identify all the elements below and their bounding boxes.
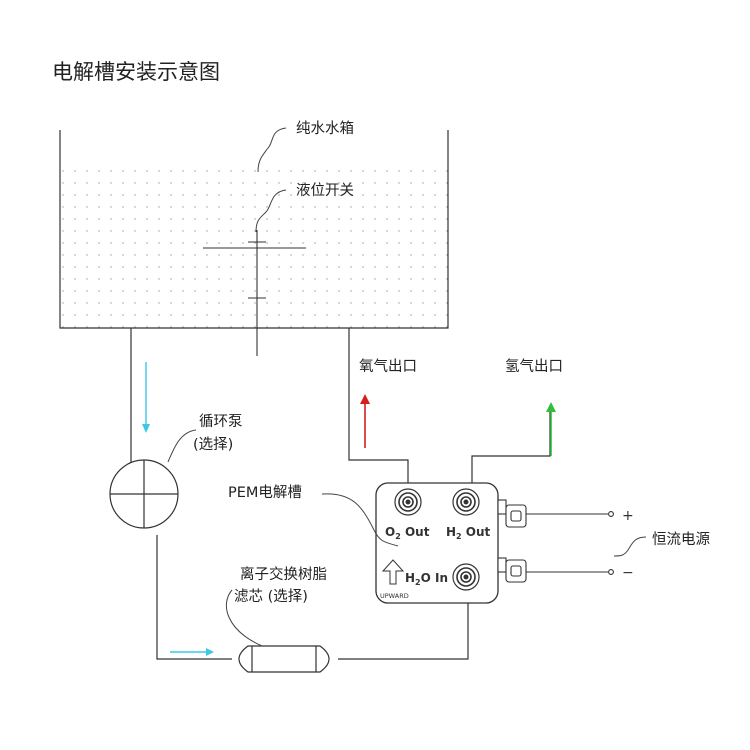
h2o-port: [452, 563, 480, 591]
water-tank: [59, 130, 449, 329]
water-flow-arrow-right: [170, 648, 214, 656]
pipes: [130, 328, 551, 660]
pem-label: PEM电解槽: [228, 485, 302, 501]
tank-leader-line: [257, 127, 287, 173]
filter-to-cell-pipe: [338, 598, 469, 660]
resin-filter-optional-label: 滤芯 (选择): [234, 589, 308, 605]
power-leader-line: [613, 536, 647, 557]
resin-filter-label: 离子交换树脂: [240, 567, 327, 583]
power-wires: [526, 511, 614, 575]
circulation-pump: [109, 459, 179, 529]
oxygen-arrow: [360, 394, 370, 448]
o2-port: [394, 488, 422, 516]
pump-to-filter-pipe: [156, 535, 232, 660]
oxygen-outlet-label: 氧气出口: [359, 359, 417, 375]
pem-leader-line: [321, 493, 399, 547]
brand-label: UPWARD: [380, 592, 409, 600]
positive-terminal: [497, 499, 527, 528]
water-flow-arrow-down: [142, 362, 150, 433]
pump-leader-line: [167, 429, 197, 463]
level-switch-label: 液位开关: [296, 183, 354, 199]
tank-label: 纯水水箱: [296, 121, 354, 137]
resin-filter: [238, 645, 330, 673]
level-switch: [203, 230, 306, 356]
plus-sign: +: [622, 508, 634, 524]
level-switch-leader-line: [255, 189, 287, 233]
hydrogen-arrow: [546, 402, 556, 456]
pem-electrolyzer: O2 Out H2 Out H2O In UPWARD: [375, 482, 527, 604]
h2-port: [452, 488, 480, 516]
h2-out-label: H2 Out: [446, 525, 491, 541]
pump-label: 循环泵: [199, 414, 243, 430]
negative-terminal: [497, 557, 527, 583]
minus-sign: −: [622, 565, 634, 581]
o2-out-label: O2 Out: [385, 525, 430, 541]
pump-optional-label: (选择): [193, 437, 234, 453]
power-supply-label: 恒流电源: [652, 532, 710, 548]
hydrogen-outlet-label: 氢气出口: [505, 359, 563, 375]
oxygen-pipe: [348, 328, 409, 488]
page-title: 电解槽安装示意图: [52, 60, 220, 84]
resin-leader-line: [225, 589, 263, 647]
up-arrow-icon: [381, 559, 405, 585]
hydrogen-pipe: [471, 412, 551, 490]
h2o-in-label: H2O In: [405, 571, 448, 587]
